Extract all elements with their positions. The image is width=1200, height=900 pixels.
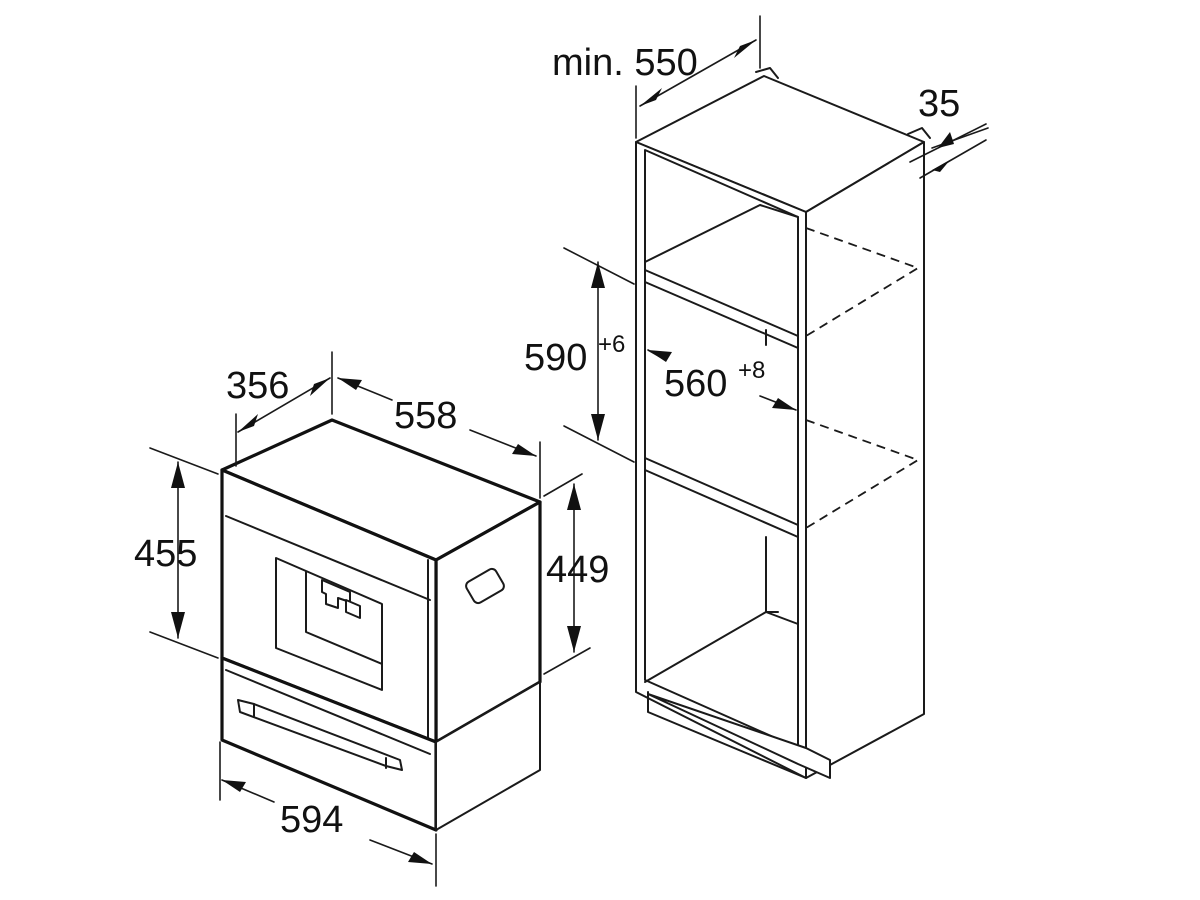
shelf-lower-front [644,457,799,526]
side-handle-recess [465,567,505,605]
lower-interior-floor [644,611,799,683]
label-560-tolerance: +8 [738,357,765,384]
cabinet-opening [644,149,799,749]
shelf-upper-front-2 [644,281,799,349]
dispenser-niche-inner [305,571,383,665]
cabinet-side-panel [805,141,925,779]
shelf-upper-front [644,269,799,337]
dim-35: 35 [909,83,989,179]
dim-449: 449 [543,473,609,675]
coffee-spout [321,579,351,609]
dim-356: 356 [226,351,333,467]
label-356: 356 [226,365,289,407]
cabinet-top-notch [755,67,779,79]
dim-558: 558 [337,377,541,499]
label-35: 35 [918,83,960,125]
shelf-lower-front-2 [644,469,799,538]
label-449: 449 [546,549,609,591]
dispenser-niche [275,557,383,691]
warming-drawer-side [435,681,541,831]
label-558: 558 [394,395,457,437]
drawer-top-line [225,669,431,755]
label-560: 560 [664,363,727,405]
tall-cabinet [635,67,931,779]
dim-590: 590 +6 [524,247,635,463]
coffee-spout-nozzle [345,599,361,619]
front-top-strip [225,515,431,601]
upper-shelf-back [644,204,799,263]
cabinet-side-notch [907,127,931,139]
cabinet-plinth-shadow [647,693,831,779]
cabinet-plinth [647,691,807,779]
dim-560: 560 +8 [647,349,797,411]
label-590-tolerance: +6 [598,331,625,358]
dim-455: 455 [134,447,219,659]
label-590: 590 [524,337,587,379]
label-455: 455 [134,533,197,575]
label-min-550: min. 550 [552,42,698,84]
label-594: 594 [280,799,343,841]
dim-594: 594 [219,741,437,887]
coffee-machine [220,418,542,832]
dim-min-550: min. 550 [552,15,761,139]
